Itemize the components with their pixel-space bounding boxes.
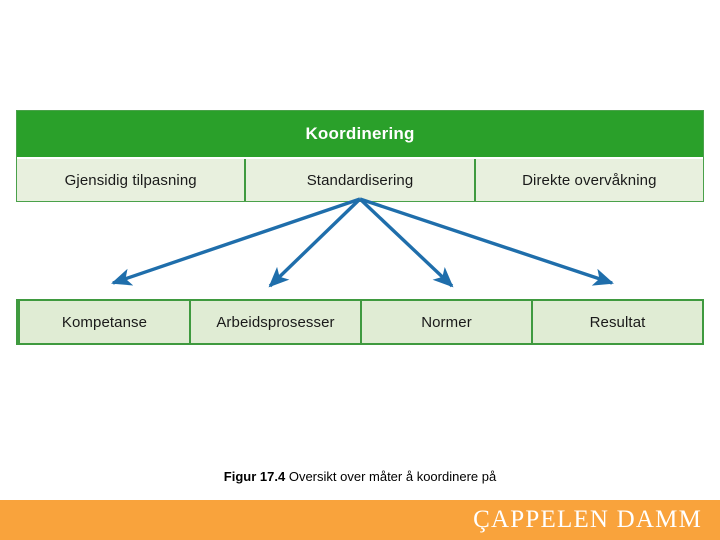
- coordination-group: Koordinering Gjensidig tilpasning Standa…: [16, 110, 704, 202]
- method-box-gjensidig-tilpasning[interactable]: Gjensidig tilpasning: [17, 159, 245, 201]
- outcome-label: Resultat: [589, 313, 646, 331]
- method-box-direkte-overvakning[interactable]: Direkte overvåkning: [473, 159, 703, 201]
- method-box-standardisering[interactable]: Standardisering: [244, 159, 474, 201]
- coordination-methods-row: Gjensidig tilpasning Standardisering Dir…: [17, 157, 703, 201]
- method-label: Direkte overvåkning: [522, 171, 657, 189]
- outcome-label: Arbeidsprosesser: [216, 313, 335, 331]
- outcome-box-resultat[interactable]: Resultat: [531, 301, 702, 343]
- coordination-diagram: Koordinering Gjensidig tilpasning Standa…: [16, 110, 704, 345]
- figure-caption: Figur 17.4 Oversikt over måter å koordin…: [0, 469, 720, 484]
- method-label: Standardisering: [306, 171, 414, 189]
- figure-number: Figur 17.4: [223, 469, 286, 484]
- outcome-box-kompetanse[interactable]: Kompetanse: [18, 301, 189, 343]
- coordination-header: Koordinering: [17, 111, 703, 157]
- outcome-box-normer[interactable]: Normer: [360, 301, 531, 343]
- cappelen-damm-logo: ÇAPPELEN DAMM: [473, 506, 702, 533]
- footer-bar: ÇAPPELEN DAMM: [0, 500, 720, 540]
- coordination-header-label: Koordinering: [305, 124, 415, 143]
- outcomes-row: Kompetanse Arbeidsprosesser Normer Resul…: [18, 301, 702, 343]
- outcome-label: Normer: [421, 313, 472, 331]
- method-label: Gjensidig tilpasning: [64, 171, 197, 189]
- outcome-box-arbeidsprosesser[interactable]: Arbeidsprosesser: [189, 301, 360, 343]
- outcomes-group: Kompetanse Arbeidsprosesser Normer Resul…: [16, 299, 704, 345]
- figure-caption-text: Oversikt over måter å koordinere på: [285, 469, 497, 484]
- outcome-label: Kompetanse: [61, 313, 148, 331]
